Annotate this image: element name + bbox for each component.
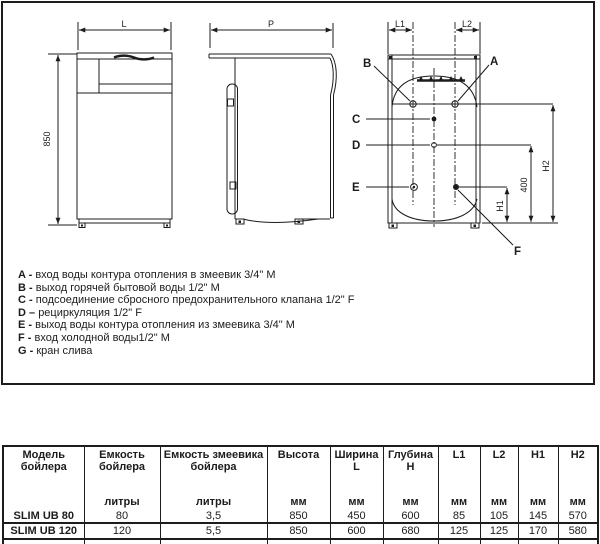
value-cell: 3,5 bbox=[159, 509, 268, 524]
front-height-dim-label: 850 bbox=[42, 131, 52, 146]
legend-letter: A - bbox=[18, 269, 33, 281]
model-cell: SLIM UB 120 bbox=[2, 522, 85, 540]
unit-cell bbox=[2, 495, 85, 509]
value-cell: 680 bbox=[382, 522, 439, 540]
legend-letter: B - bbox=[18, 281, 33, 294]
value-cell: 80 bbox=[83, 509, 161, 524]
legend-letter: E - bbox=[18, 319, 33, 332]
value-cell: 120 bbox=[83, 522, 161, 540]
legend-text: выход горячей бытовой воды 1/2" M bbox=[35, 281, 220, 294]
col-header-coil-capacity: Емкость змеевика бойлера bbox=[159, 445, 268, 495]
value-cell: 125 bbox=[479, 522, 519, 540]
legend-text: рециркуляция 1/2" F bbox=[38, 306, 142, 319]
value-cell: 600 bbox=[382, 509, 439, 524]
rear-point-f-label: F bbox=[514, 246, 521, 258]
legend-letter: G - bbox=[18, 344, 34, 357]
unit-cell: мм bbox=[479, 495, 519, 509]
legend-item-c: C - подсоединение сбросного предохраните… bbox=[18, 294, 578, 307]
unit-cell: литры bbox=[83, 495, 161, 509]
rear-view-diagram: L1 L2 B A C D E F bbox=[352, 19, 558, 258]
unit-cell: мм bbox=[266, 495, 331, 509]
col-header-l2: L2 bbox=[479, 445, 519, 495]
value-cell: 105 bbox=[479, 509, 519, 524]
page-border-frame bbox=[1, 1, 595, 385]
col-header-l1: L1 bbox=[437, 445, 481, 495]
legend-item-d: D – рециркуляция 1/2" F bbox=[18, 307, 578, 320]
side-view-diagram: P bbox=[208, 19, 337, 225]
model-cell: SLIM UB 80 bbox=[2, 509, 85, 524]
legend-item-b: B - выход горячей бытовой воды 1/2" M bbox=[18, 282, 578, 295]
value-cell: 600 bbox=[329, 522, 384, 540]
rear-l1-dim-label: L1 bbox=[395, 19, 405, 29]
rear-point-e-label: E bbox=[352, 182, 360, 194]
unit-cell: мм bbox=[382, 495, 439, 509]
rear-point-a-label: A bbox=[490, 56, 498, 68]
unit-cell: мм bbox=[557, 495, 599, 509]
col-header-h2: H2 bbox=[557, 445, 599, 495]
boiler-spec-table: Модель бойлера Емкость бойлера Емкость з… bbox=[2, 445, 599, 544]
front-view-diagram: L 850 bbox=[42, 19, 173, 228]
unit-cell: мм bbox=[517, 495, 559, 509]
rear-l2-dim-label: L2 bbox=[462, 19, 472, 29]
col-header-height: Высота bbox=[266, 445, 331, 495]
value-cell: 85 bbox=[437, 509, 481, 524]
legend-letter: D – bbox=[18, 306, 36, 319]
front-handle bbox=[113, 54, 155, 61]
table-header-row: Модель бойлера Емкость бойлера Емкость з… bbox=[2, 445, 599, 495]
table-row-slim-ub-80: SLIM UB 80 80 3,5 850 450 600 85 105 145… bbox=[2, 509, 599, 524]
legend-letter: F - bbox=[18, 331, 32, 344]
value-cell: 5,5 bbox=[159, 522, 268, 540]
col-header-model: Модель бойлера bbox=[2, 445, 85, 495]
legend-text: выход воды контура отопления из змеевика… bbox=[35, 319, 295, 332]
value-cell: 570 bbox=[557, 509, 599, 524]
rear-point-b-label: B bbox=[363, 58, 371, 70]
legend-item-f: F - вход холодной воды1/2" M bbox=[18, 332, 578, 345]
value-cell: 450 bbox=[329, 509, 384, 524]
legend-letter: C - bbox=[18, 294, 33, 307]
table-cutoff-row bbox=[2, 539, 599, 544]
value-cell: 850 bbox=[266, 522, 331, 540]
side-depth-dim-label: P bbox=[268, 19, 274, 29]
connections-legend: A - вход воды контура отопления в змееви… bbox=[18, 269, 578, 357]
col-header-capacity: Емкость бойлера bbox=[83, 445, 161, 495]
legend-text: вход холодной воды1/2" M bbox=[34, 331, 170, 344]
unit-cell: литры bbox=[159, 495, 268, 509]
rear-h2-dim-label: H2 bbox=[541, 160, 551, 172]
legend-text: подсоединение сбросного предохранительно… bbox=[35, 294, 355, 307]
technical-drawings: L 850 P bbox=[42, 19, 558, 258]
col-header-h1: H1 bbox=[517, 445, 559, 495]
unit-cell: мм bbox=[437, 495, 481, 509]
value-cell: 850 bbox=[266, 509, 331, 524]
rear-h1-dim-label: H1 bbox=[495, 200, 505, 212]
front-width-dim-label: L bbox=[121, 19, 126, 29]
legend-text: кран слива bbox=[36, 344, 93, 357]
value-cell: 125 bbox=[437, 522, 481, 540]
unit-cell: мм bbox=[329, 495, 384, 509]
rear-400-dim-label: 400 bbox=[519, 177, 529, 192]
legend-item-e: E - выход воды контура отопления из змее… bbox=[18, 319, 578, 332]
legend-text: вход воды контура отопления в змеевик 3/… bbox=[35, 269, 276, 281]
table-units-row: литры литры мм мм мм мм мм мм мм bbox=[2, 495, 599, 509]
value-cell: 145 bbox=[517, 509, 559, 524]
table-row-slim-ub-120: SLIM UB 120 120 5,5 850 600 680 125 125 … bbox=[2, 522, 599, 540]
value-cell: 170 bbox=[517, 522, 559, 540]
rear-point-c-label: C bbox=[352, 114, 360, 126]
value-cell: 580 bbox=[557, 522, 599, 540]
legend-item-a: A - вход воды контура отопления в змееви… bbox=[18, 269, 578, 282]
rear-point-d-label: D bbox=[352, 140, 360, 152]
legend-item-g: G - кран слива bbox=[18, 345, 578, 358]
